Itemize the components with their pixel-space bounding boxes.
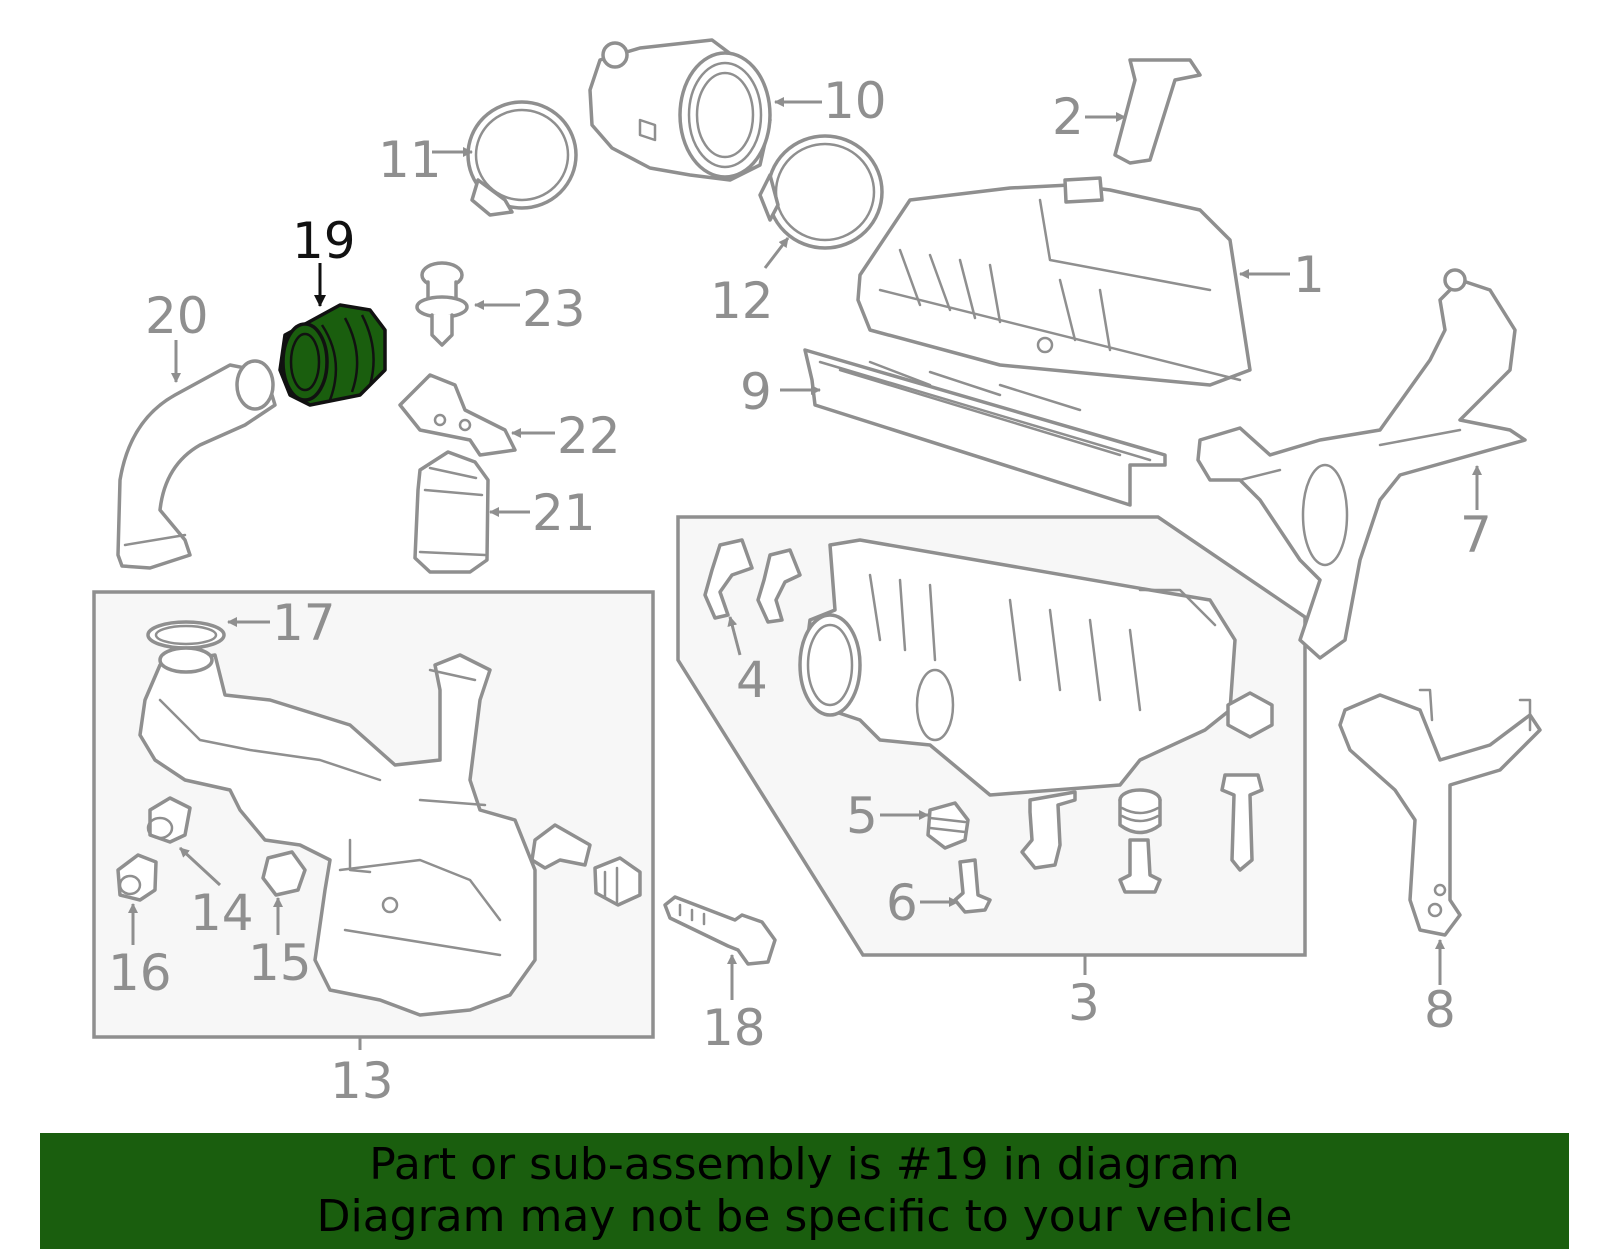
callout-10: 10 xyxy=(823,72,887,130)
part-23-clip xyxy=(415,261,469,347)
callout-14: 14 xyxy=(190,884,254,942)
callout-5: 5 xyxy=(846,787,878,845)
banner-line-2: Diagram may not be specific to your vehi… xyxy=(316,1191,1293,1242)
callout-19: 19 xyxy=(292,212,356,270)
callout-7: 7 xyxy=(1460,506,1492,564)
info-banner: Part or sub-assembly is #19 in diagram D… xyxy=(40,1133,1569,1249)
callout-4: 4 xyxy=(736,651,768,709)
part-20-duct xyxy=(116,359,277,570)
part-21-duct xyxy=(413,450,490,574)
banner-line-1: Part or sub-assembly is #19 in diagram xyxy=(369,1139,1240,1190)
part-8-bracket xyxy=(1338,688,1542,937)
part-3-lower-case xyxy=(798,538,1237,797)
callout-16: 16 xyxy=(108,944,172,1002)
callout-15: 15 xyxy=(248,934,312,992)
part-19-boot xyxy=(278,303,387,407)
group-3-hardware xyxy=(926,691,1274,914)
callout-18: 18 xyxy=(702,999,766,1057)
part-18-bolt xyxy=(663,895,777,966)
part-13-resonator xyxy=(138,620,537,1017)
callout-12: 12 xyxy=(710,272,774,330)
callout-17: 17 xyxy=(272,594,336,652)
part-10-adapter xyxy=(588,38,772,182)
part-9-filter xyxy=(803,348,1167,507)
part-2-sensor xyxy=(1113,58,1202,165)
callout-8: 8 xyxy=(1424,981,1456,1039)
callout-11: 11 xyxy=(378,131,442,189)
part-14-15-16-fittings xyxy=(116,796,307,902)
part-12-clamp xyxy=(758,134,884,250)
callout-6: 6 xyxy=(886,874,918,932)
part-1-cover xyxy=(856,176,1252,387)
leader-lines xyxy=(128,97,1482,1050)
callout-3: 3 xyxy=(1068,974,1100,1032)
callout-1: 1 xyxy=(1293,246,1325,304)
callout-labels: 1 2 3 4 5 6 7 8 9 10 11 12 13 14 15 16 1… xyxy=(108,72,1492,1110)
part-7-bracket xyxy=(1196,268,1527,660)
callout-23: 23 xyxy=(522,280,586,338)
part-4-clips xyxy=(703,538,802,624)
callout-2: 2 xyxy=(1052,88,1084,146)
callout-9: 9 xyxy=(740,363,772,421)
callout-21: 21 xyxy=(532,484,596,542)
callout-20: 20 xyxy=(145,287,209,345)
callout-13: 13 xyxy=(330,1052,394,1110)
part-11-clamp xyxy=(466,100,578,217)
part-22-bracket xyxy=(398,373,517,457)
callout-22: 22 xyxy=(557,407,621,465)
group-13-hose-caps xyxy=(530,823,642,907)
